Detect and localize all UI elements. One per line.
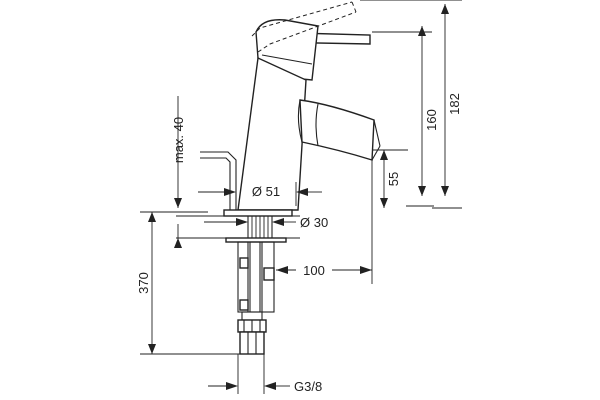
dimension-55: 55 [372, 149, 408, 208]
label-diameter-30: Ø 30 [300, 215, 328, 230]
dimension-counter-thickness [174, 224, 182, 248]
dimension-diameter-51: Ø 51 [198, 182, 322, 206]
label-370: 370 [136, 272, 151, 294]
dimension-thread-g3-8: G3/8 [208, 354, 322, 394]
label-100: 100 [303, 263, 325, 278]
dimension-160: 160 [372, 26, 439, 207]
lever-raised-outline [251, 1, 357, 53]
dimension-max-40: max. 40 [170, 96, 208, 213]
popup-rod [200, 151, 237, 210]
dimension-diameter-30: Ø 30 [204, 215, 328, 230]
base-and-counter [176, 209, 300, 243]
dimension-100: 100 [276, 160, 373, 284]
dimension-370: 370 [136, 211, 240, 355]
label-max-40: max. 40 [171, 117, 186, 163]
label-diameter-51: Ø 51 [252, 184, 280, 199]
mounting-shank [247, 216, 273, 238]
dimension-182: 182 [360, 0, 462, 209]
label-182: 182 [447, 93, 462, 115]
label-160: 160 [424, 109, 439, 131]
supply-hoses [237, 241, 275, 355]
label-55: 55 [386, 172, 401, 186]
label-thread: G3/8 [294, 379, 322, 394]
